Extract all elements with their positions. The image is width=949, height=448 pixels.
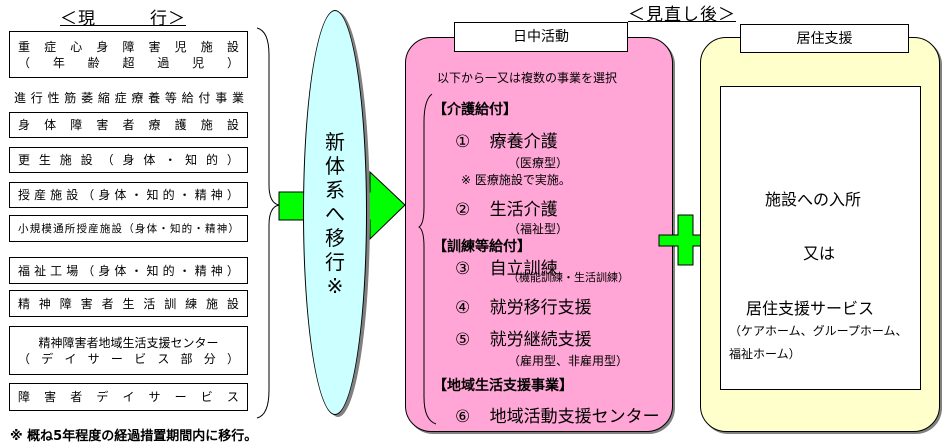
current-heading: ＜現 行＞ xyxy=(60,9,186,29)
facility-sublabel: （年齢超過児） xyxy=(18,55,239,70)
service-item: ④ 就労移行支援 xyxy=(455,293,592,318)
item-number: ④ xyxy=(455,298,471,318)
residential-line2: 又は xyxy=(803,244,836,263)
transition-label: 新体系へ移行※ xyxy=(325,130,345,298)
item-number: ① xyxy=(455,132,471,152)
facility-sublabel: （デイサービス部分） xyxy=(18,351,239,366)
section-title: 【訓練等給付】 xyxy=(433,239,531,255)
facility-label: 授産施設（身体・知的・精神） xyxy=(18,188,239,202)
section-title: 【介護給付】 xyxy=(433,102,517,118)
facility-label: 福祉工場（身体・知的・精神） xyxy=(18,263,239,278)
item-name: 就労移行支援 xyxy=(489,298,592,318)
day-activity-tab: 日中活動 xyxy=(454,22,628,52)
residential-content-box xyxy=(720,86,921,390)
item-name: 生活介護 xyxy=(489,200,558,220)
item-number: ⑤ xyxy=(455,330,471,350)
revised-heading: ＜見直し後＞ xyxy=(628,5,736,25)
facility-box: 障害者デイサービス xyxy=(9,383,248,411)
facility-label: 精神障害者地域生活支援センター xyxy=(38,335,219,350)
day-activity-intro: 以下から一又は複数の事業を選択 xyxy=(437,71,618,85)
facility-label: 身体障害者療護施設 xyxy=(18,118,239,132)
facility-label: 障害者デイサービス xyxy=(18,390,239,404)
item-note: ※ 医療施設で実施。 xyxy=(461,173,571,187)
item-number: ② xyxy=(455,200,471,220)
service-item: ① 療養介護 xyxy=(455,127,558,152)
facility-box: 精神障害者生活訓練施設 xyxy=(9,290,248,317)
facility-label: 精神障害者生活訓練施設 xyxy=(18,296,239,311)
residential-detail2: 福祉ホーム） xyxy=(729,347,801,361)
day-activity-brace xyxy=(418,93,437,425)
facility-box: 重症心身障害児施設 （年齢超過児） xyxy=(9,31,248,78)
item-name: 地域活動支援センター xyxy=(489,407,660,427)
facility-box: 福祉工場（身体・知的・精神） xyxy=(9,257,248,284)
residential-line1: 施設への入所 xyxy=(765,190,862,209)
service-item: ⑥ 地域活動支援センター xyxy=(455,402,660,427)
residential-detail1: （ケアホーム、グループホーム、 xyxy=(729,324,908,338)
item-sub: （機能訓練・生活訓練） xyxy=(508,271,629,284)
facility-label: 小規模通所授産施設（身体・知的・精神） xyxy=(18,222,239,235)
item-sub: （福祉型） xyxy=(508,222,569,236)
service-item: ② 生活介護 xyxy=(455,195,558,220)
facility-box: 身体障害者療護施設 xyxy=(9,112,248,138)
day-activity-panel xyxy=(405,37,673,432)
item-name: 自立訓練 xyxy=(489,259,558,279)
item-sub: （医療型） xyxy=(508,156,569,170)
residential-line3: 居住支援サービス xyxy=(746,299,875,318)
item-sub: （雇用型、非雇用型） xyxy=(508,354,629,368)
item-name: 療養介護 xyxy=(489,132,558,152)
footnote: ※ 概ね5年程度の経過措置期間内に移行。 xyxy=(10,429,258,444)
facility-box: 精神障害者地域生活支援センター （デイサービス部分） xyxy=(9,326,248,375)
facility-label: 更生施設（身体・知的） xyxy=(18,153,239,167)
service-item: ③ 自立訓練 xyxy=(455,254,558,279)
item-number: ③ xyxy=(455,259,471,279)
facility-box: 更生施設（身体・知的） xyxy=(9,147,248,173)
facility-label: 重症心身障害児施設 xyxy=(18,39,239,54)
section-title: 【地域生活支援事業】 xyxy=(433,378,573,394)
facility-box: 授産施設（身体・知的・精神） xyxy=(9,182,248,208)
facility-box: 小規模通所授産施設（身体・知的・精神） xyxy=(9,215,248,242)
unboxed-item: 進行性筋萎縮症療養等給付事業 xyxy=(14,91,244,105)
residential-tab: 居住支援 xyxy=(740,24,909,53)
item-name: 就労継続支援 xyxy=(489,330,592,350)
plus-sign-icon xyxy=(658,214,714,266)
item-number: ⑥ xyxy=(455,407,471,427)
service-item: ⑤ 就労継続支援 xyxy=(455,325,592,350)
transition-ellipse xyxy=(303,10,367,415)
